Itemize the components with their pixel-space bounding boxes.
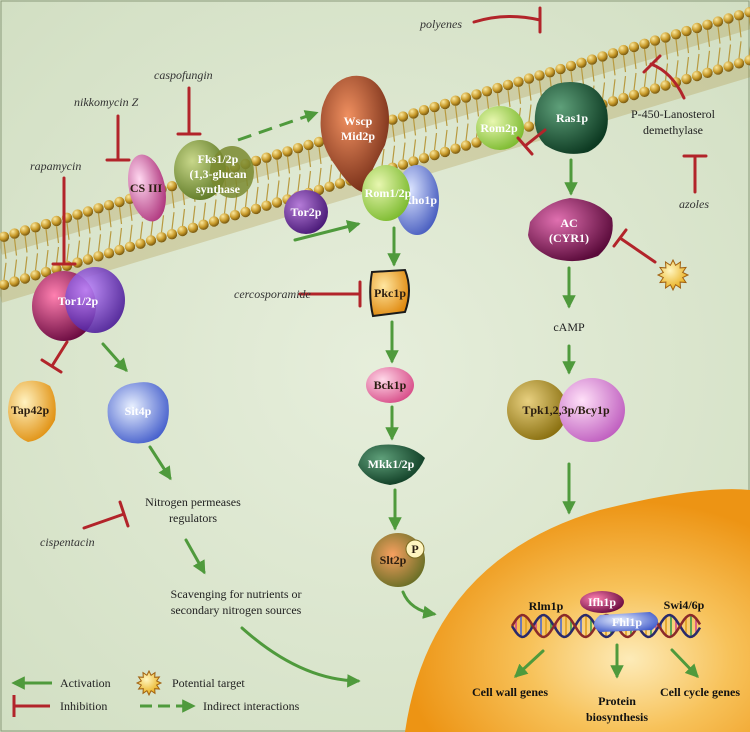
legend-target-icon	[135, 669, 163, 697]
pkc1-label: Pkc1p	[374, 286, 406, 300]
output-protein-2: biosynthesis	[586, 710, 648, 724]
bck1-label: Bck1p	[374, 378, 407, 392]
cispentacin-label: cispentacin	[40, 535, 95, 549]
azoles-label: azoles	[679, 197, 709, 211]
nucleus	[405, 489, 750, 732]
inhibit-azoles	[682, 154, 708, 194]
arrow-slt2-nucleus	[401, 590, 437, 619]
polyenes-label: polyenes	[419, 17, 462, 31]
arrow-tor2-rom12	[293, 220, 361, 242]
inhibit-nikkomycin	[105, 114, 131, 162]
ras1-label: Ras1p	[556, 111, 588, 125]
swi46-label: Swi4/6p	[664, 598, 705, 612]
arrow-sit4-nitrogen	[148, 445, 172, 481]
inhibit-rapamycin	[51, 176, 77, 266]
inhibit-rom2-ras1	[516, 128, 547, 156]
wscp-label-2: Mid2p	[341, 129, 375, 143]
rlm1-label: Rlm1p	[529, 599, 564, 613]
arrow-scavenging-nucleus	[240, 626, 361, 688]
arrow-nitrogen-scavenging	[184, 538, 206, 575]
tor2-label: Tor2p	[291, 205, 322, 219]
tpk-bcy1-protein: Tpk1,2,3p/Bcy1p	[507, 378, 625, 442]
legend-inhibition: Inhibition	[60, 699, 107, 713]
nitrogen-label-1: Nitrogen permeases	[145, 495, 241, 509]
inhibit-target-ac	[612, 228, 657, 264]
inhibition-lines	[40, 6, 708, 530]
activation-arrows	[101, 158, 699, 688]
p450-label-1: P-450-Lanosterol	[631, 107, 716, 121]
inhibit-cercosporamide	[298, 280, 362, 308]
sit4-protein: Sit4p	[107, 382, 169, 444]
ifh1-protein: Ifh1p	[580, 591, 624, 613]
rom2-protein: Rom2p	[476, 106, 524, 150]
phospho-label: P	[411, 542, 418, 556]
mkk12-label: Mkk1/2p	[368, 457, 415, 471]
slt2-label: Slt2p	[380, 553, 407, 567]
ac-label-2: (CYR1)	[549, 231, 589, 245]
ras1-protein: Ras1p	[534, 82, 608, 154]
output-cell-wall: Cell wall genes	[472, 685, 548, 699]
arrow-fks-wscp-indirect	[237, 110, 319, 142]
pkc1-protein: Pkc1p	[369, 268, 410, 318]
rom12-protein: Rom1/2p	[362, 165, 412, 221]
rom12-label: Rom1/2p	[365, 186, 412, 200]
tpk-label: Tpk1,2,3p/Bcy1p	[522, 403, 610, 417]
inhibit-caspofungin	[176, 86, 202, 136]
legend-activation: Activation	[60, 676, 111, 690]
ac-cyr1-protein: AC (CYR1)	[528, 198, 613, 262]
fhl1-protein: Fhl1p	[594, 612, 659, 632]
fks-label-2: (1,3-glucan	[190, 167, 247, 181]
ifh1-label: Ifh1p	[588, 595, 616, 609]
mkk12-protein: Mkk1/2p	[358, 444, 425, 485]
arrow-cell-cycle	[670, 648, 699, 678]
fhl1-label: Fhl1p	[612, 615, 642, 629]
legend-indirect: Indirect interactions	[203, 699, 300, 713]
legend-inhibition-icon	[12, 695, 50, 717]
arrow-tor12-sit4	[101, 342, 128, 373]
bck1-protein: Bck1p	[366, 367, 414, 403]
rom2-label: Rom2p	[480, 121, 518, 135]
tor2-protein: Tor2p	[284, 190, 328, 234]
wscp-protein: Wscp Mid2p	[320, 75, 389, 192]
rho1-label: Rho1p	[403, 193, 437, 207]
nikkomycin-label: nikkomycin Z	[74, 95, 139, 109]
tap42-protein: Tap42p	[8, 380, 56, 442]
caspofungin-label: caspofungin	[154, 68, 213, 82]
tor12-protein: Tor1/2p	[32, 267, 125, 341]
cs3-label: CS III	[130, 181, 163, 195]
sit4-label: Sit4p	[125, 404, 152, 418]
fks-label-3: synthase	[196, 182, 241, 196]
legend-potential-target: Potential target	[172, 676, 245, 690]
cercosporamide-label: cercosporamide	[234, 287, 312, 301]
p450-label-2: demethylase	[643, 123, 703, 137]
scavenging-label-2: secondary nitrogen sources	[171, 603, 302, 617]
nitrogen-label-2: regulators	[169, 511, 217, 525]
inhibit-p450	[642, 54, 686, 100]
inhibit-cispentacin	[82, 500, 130, 530]
cs3-protein: CS III	[128, 154, 166, 222]
inhibit-tor12-tap42	[40, 340, 69, 374]
fks-label-1: Fks1/2p	[198, 152, 239, 166]
fks-protein: Fks1/2p (1,3-glucan synthase	[174, 140, 254, 200]
arrow-cell-wall	[514, 649, 545, 678]
output-cell-cycle: Cell cycle genes	[660, 685, 740, 699]
potential-target-icon	[656, 258, 690, 292]
scavenging-label-1: Scavenging for nutrients or	[171, 587, 302, 601]
output-protein-1: Protein	[598, 694, 636, 708]
tap42-label: Tap42p	[11, 403, 50, 417]
wscp-label-1: Wscp	[344, 114, 373, 128]
ac-label-1: AC	[560, 216, 577, 230]
slt2-protein: Slt2p P	[371, 533, 425, 587]
rapamycin-label: rapamycin	[30, 159, 81, 173]
inhibit-polyenes	[472, 6, 542, 34]
legend: Activation Inhibition Potential target I…	[11, 669, 300, 717]
camp-label: cAMP	[553, 320, 585, 334]
tor12-label: Tor1/2p	[58, 294, 99, 308]
